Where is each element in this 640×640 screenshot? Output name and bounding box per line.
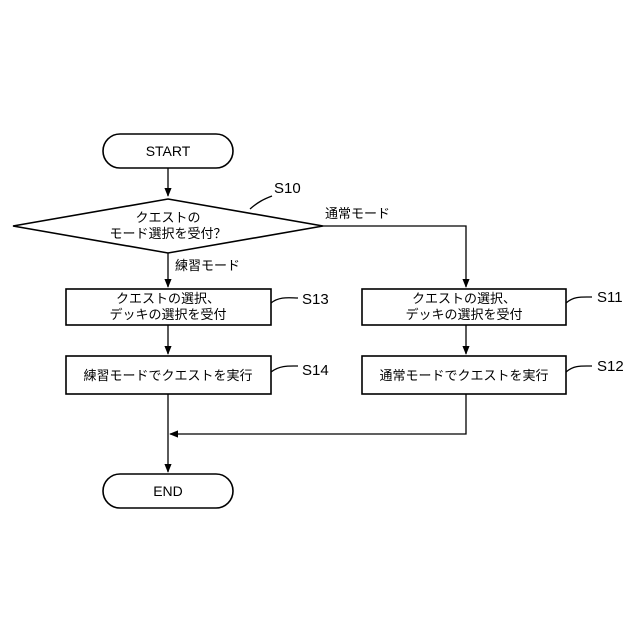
s14-label: 練習モードでクエストを実行: [83, 368, 252, 384]
s13-line2: デッキの選択を受付: [109, 307, 226, 323]
decision-line1: クエストの: [135, 211, 200, 226]
connector-s12-merge: [170, 394, 466, 434]
start-label: START: [146, 143, 191, 159]
step-s12: S12: [597, 358, 624, 375]
step-s14: S14: [302, 362, 329, 379]
branch-practice-label: 練習モード: [175, 259, 240, 274]
step-s11: S11: [597, 289, 623, 306]
leader-s14: [271, 366, 298, 372]
s11-line1: クエストの選択、: [412, 292, 516, 307]
leader-s10: [250, 196, 272, 209]
s13-line1: クエストの選択、: [116, 292, 220, 307]
step-s10: S10: [274, 180, 301, 197]
decision-line2: モード選択を受付？: [109, 227, 226, 242]
end-label: END: [153, 483, 183, 499]
s11-line2: デッキの選択を受付: [405, 307, 522, 323]
leader-s12: [566, 366, 592, 372]
branch-normal-label: 通常モード: [325, 207, 390, 222]
leader-s13: [271, 298, 298, 303]
leader-s11: [566, 297, 592, 303]
step-s13: S13: [302, 291, 329, 308]
decision-diamond: [13, 199, 323, 253]
s12-label: 通常モードでクエストを実行: [379, 368, 548, 384]
connector-decision-s11: [323, 226, 466, 287]
